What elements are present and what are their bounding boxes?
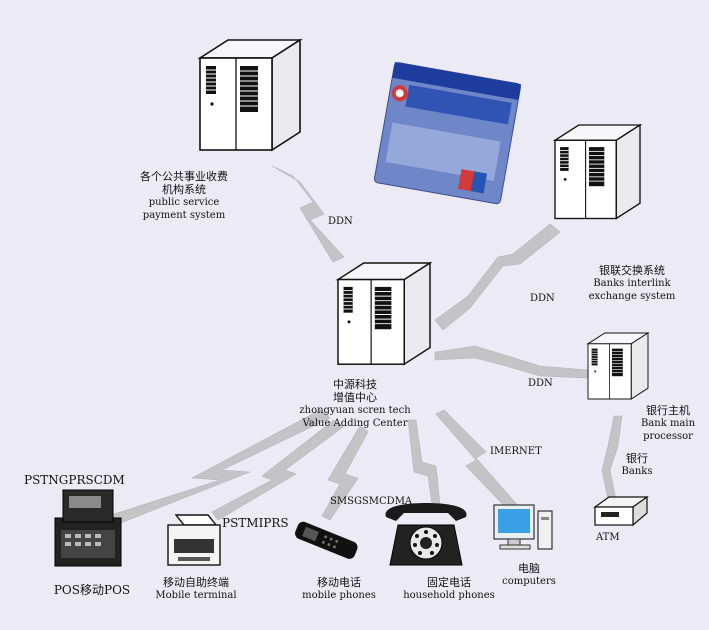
mobile-terminal-label: 移动自助终端 Mobile terminal <box>146 576 246 602</box>
bank-card-image <box>373 61 522 205</box>
mobile-terminal-zh: 移动自助终端 <box>163 576 229 589</box>
bank-main-zh: 银行主机 <box>646 404 690 417</box>
computers-label: 电脑 computers <box>494 562 564 588</box>
banks-interlink-server-icon <box>554 124 641 220</box>
mobile-terminal-icon <box>167 514 221 566</box>
mobile-phones-label: 移动电话 mobile phones <box>294 576 384 602</box>
computer-icon <box>493 504 553 550</box>
banks-interlink-en2: exchange system <box>588 291 676 302</box>
public-service-server-icon <box>199 39 301 151</box>
link-center-to-computers <box>435 409 521 515</box>
banks-en: Banks <box>621 466 653 477</box>
atm-icon <box>593 495 649 527</box>
link-center-to-phones <box>321 425 369 521</box>
ddn-public-tag: DDN <box>328 216 353 227</box>
household-phone-icon <box>385 503 467 566</box>
computers-zh: 电脑 <box>518 562 540 575</box>
mobile-phones-zh: 移动电话 <box>317 576 361 589</box>
atm-label: ATM <box>596 532 620 543</box>
center-label: 中源科技 增值中心 zhongyuan scren tech Value Add… <box>290 378 420 430</box>
public-service-zh2: 机构系统 <box>162 183 206 196</box>
bank-main-en1: Bank main <box>640 418 696 429</box>
link-banks-to-center <box>434 223 561 331</box>
banks-interlink-zh: 银联交换系统 <box>599 264 665 277</box>
public-service-en2: payment system <box>142 210 226 221</box>
mobile-terminal-en: Mobile terminal <box>155 590 237 601</box>
ddn-banks-tag: DDN <box>530 293 555 304</box>
internet-tag: IMERNET <box>490 446 542 457</box>
banks-label: 银行 Banks <box>612 452 662 478</box>
bank-main-en2: processor <box>643 431 693 442</box>
public-service-label: 各个公共事业收费 机构系统 public service payment sys… <box>114 170 254 222</box>
bank-main-label: 银行主机 Bank main processor <box>628 404 708 443</box>
household-phones-en: household phones <box>403 590 495 601</box>
center-server-icon <box>337 262 431 365</box>
banks-interlink-label: 银联交换系统 Banks interlink exchange system <box>572 264 692 303</box>
center-en1: zhongyuan scren tech <box>299 405 411 416</box>
network-links <box>107 165 623 525</box>
center-zh: 中源科技 <box>333 378 377 391</box>
sms-tag: SMSGSMCDMA <box>330 496 413 507</box>
household-phones-zh: 固定电话 <box>427 576 471 589</box>
pstn-pos-tag: PSTNGPRSCDM <box>24 473 125 487</box>
mobile-phones-en: mobile phones <box>302 590 376 601</box>
banks-interlink-en1: Banks interlink <box>593 278 671 289</box>
household-phones-label: 固定电话 household phones <box>394 576 504 602</box>
pos-label: POS移动POS <box>53 583 131 597</box>
pos-terminal-icon <box>54 489 122 567</box>
mobile-phone-icon <box>295 521 358 559</box>
link-public-to-center <box>271 165 345 263</box>
bank-main-server-icon <box>587 332 649 400</box>
link-center-to-mobile-terminal <box>211 419 344 521</box>
link-center-to-household <box>407 419 441 506</box>
link-bank-main-to-center <box>434 345 589 379</box>
pstn-mobile-terminal-tag: PSTMIPRS <box>222 516 289 530</box>
computers-en: computers <box>502 576 556 587</box>
center-zh2: 增值中心 <box>333 391 377 404</box>
public-service-en1: public service <box>148 197 220 208</box>
center-en2: Value Adding Center <box>302 418 408 429</box>
public-service-zh: 各个公共事业收费 <box>140 170 228 183</box>
banks-zh: 银行 <box>626 452 648 465</box>
ddn-bank-main-tag: DDN <box>528 378 553 389</box>
